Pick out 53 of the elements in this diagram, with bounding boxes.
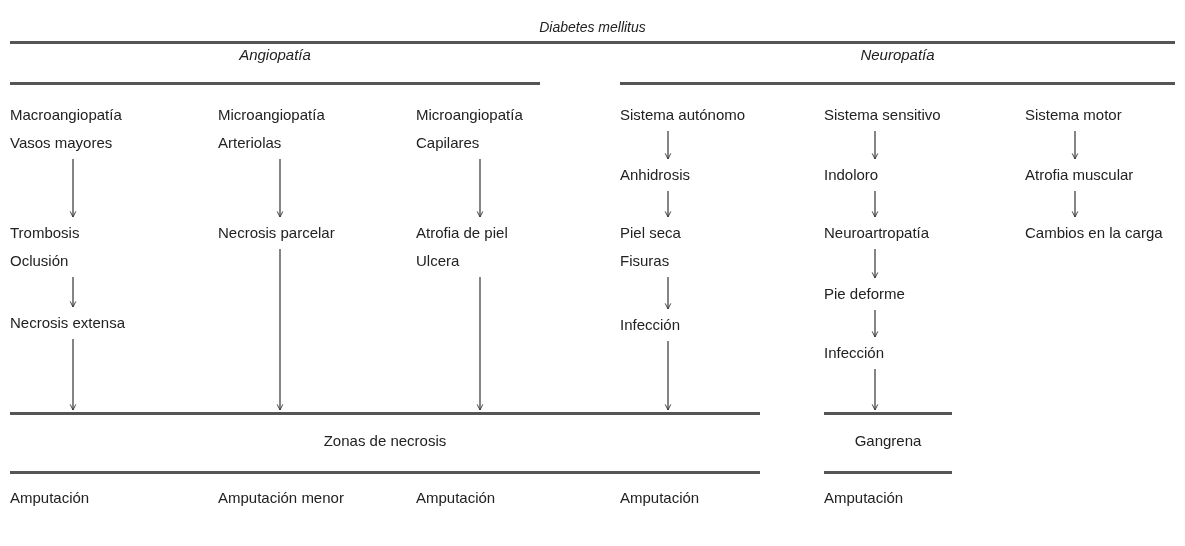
term: Infección: [824, 343, 885, 363]
term: Vasos mayores: [10, 133, 113, 153]
arrow: [69, 158, 77, 218]
band: Zonas de necrosis: [10, 412, 760, 474]
arrow: [476, 158, 484, 218]
arrow: [476, 276, 484, 411]
term: Indoloro: [824, 165, 879, 185]
term: Oclusión: [10, 251, 69, 271]
arrow: [664, 190, 672, 218]
term: Microangiopatía: [218, 105, 325, 125]
band: Gangrena: [824, 412, 952, 474]
term: Fisuras: [620, 251, 670, 271]
outcome-text: Amputación: [416, 488, 496, 508]
arrow: [1071, 130, 1079, 160]
term: Necrosis parcelar: [218, 223, 335, 243]
term: Infección: [620, 315, 681, 335]
arrow: [69, 338, 77, 411]
title: Diabetes mellitus: [539, 18, 646, 37]
term: Capilares: [416, 133, 480, 153]
term: Piel seca: [620, 223, 681, 243]
outcome-text: Amputación menor: [218, 488, 344, 508]
term: Sistema autónomo: [620, 105, 746, 125]
arrow: [664, 340, 672, 411]
arrow: [664, 276, 672, 310]
term: Cambios en la carga: [1025, 223, 1163, 243]
arrow: [69, 276, 77, 308]
band: Angiopatía: [10, 44, 540, 85]
outcome-text: Amputación: [620, 488, 700, 508]
outcome-text: Amputación: [824, 488, 904, 508]
arrow: [276, 158, 284, 218]
term: Atrofia muscular: [1025, 165, 1134, 185]
term: Neuroartropatía: [824, 223, 930, 243]
term: Pie deforme: [824, 284, 905, 304]
arrow: [871, 309, 879, 338]
term: Arteriolas: [218, 133, 282, 153]
term: Trombosis: [10, 223, 80, 243]
arrow: [664, 130, 672, 160]
arrow: [1071, 190, 1079, 218]
arrow: [871, 190, 879, 218]
term: Necrosis extensa: [10, 313, 126, 333]
term: Macroangiopatía: [10, 105, 122, 125]
arrow: [871, 368, 879, 411]
arrow: [276, 248, 284, 411]
arrow: [871, 130, 879, 160]
term: Anhidrosis: [620, 165, 691, 185]
arrow: [871, 248, 879, 279]
term: Sistema sensitivo: [824, 105, 941, 125]
term: Atrofia de piel: [416, 223, 508, 243]
term: Ulcera: [416, 251, 460, 271]
term: Sistema motor: [1025, 105, 1122, 125]
band: Neuropatía: [620, 44, 1175, 85]
outcome-text: Amputación: [10, 488, 90, 508]
term: Microangiopatía: [416, 105, 523, 125]
